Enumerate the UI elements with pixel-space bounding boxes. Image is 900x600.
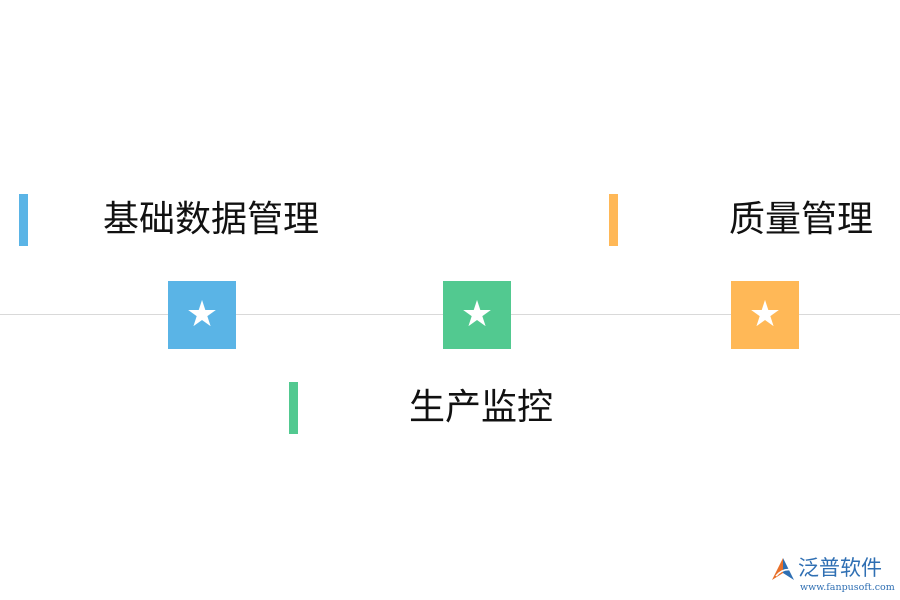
item-2-label: 生产监控 (409, 387, 554, 428)
item-2-accent-bar (289, 382, 298, 434)
star-icon: ★ (185, 294, 219, 335)
fanpu-logo-icon (772, 558, 794, 580)
item-3-accent-bar (609, 194, 618, 246)
watermark-logo: 泛普软件 www.fanpusoft.com (770, 553, 895, 597)
item-3-node: ★ (731, 281, 799, 349)
watermark-url: www.fanpusoft.com (800, 582, 895, 593)
star-icon: ★ (460, 294, 494, 335)
item-3-label: 质量管理 (729, 199, 874, 240)
item-1-node: ★ (168, 281, 236, 349)
item-1-label: 基础数据管理 (103, 199, 320, 240)
star-icon: ★ (748, 294, 782, 335)
watermark-brand: 泛普软件 (798, 556, 882, 580)
item-1-accent-bar (19, 194, 28, 246)
item-2-node: ★ (443, 281, 511, 349)
